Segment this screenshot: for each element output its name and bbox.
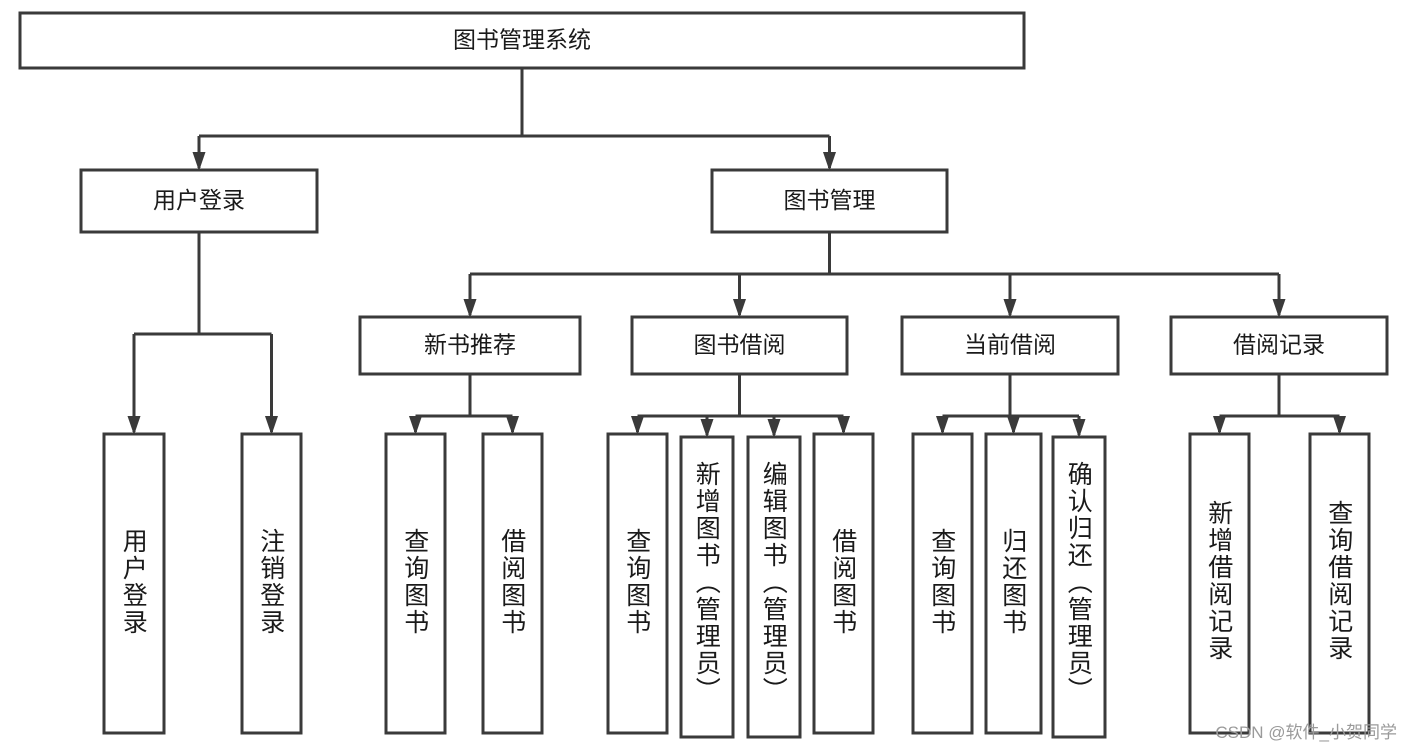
- node-book-manage[interactable]: 图书管理: [710, 168, 949, 234]
- node-box-new-book-recommend[interactable]: [358, 315, 582, 376]
- arrow-head-icon: [936, 416, 949, 435]
- arrow-head-icon: [823, 152, 836, 171]
- arrow-head-icon: [767, 419, 781, 438]
- arrow-head-icon: [192, 152, 206, 171]
- node-label-borrow-record: 借阅记录: [1233, 332, 1325, 358]
- arrow-head-icon: [1003, 299, 1017, 318]
- node-leaf-confirm-return[interactable]: [1051, 435, 1107, 739]
- node-leaf-query-book-2[interactable]: [606, 432, 669, 735]
- node-box-leaf-borrow-book-2[interactable]: [812, 432, 875, 735]
- node-box-leaf-query-book-3[interactable]: [911, 432, 974, 735]
- node-current-borrow[interactable]: 当前借阅: [900, 315, 1120, 376]
- arrow-head-icon: [733, 299, 746, 318]
- node-borrow-record[interactable]: 借阅记录: [1169, 315, 1389, 376]
- arrow-head-icon: [463, 299, 477, 318]
- node-book-borrow[interactable]: 图书借阅: [630, 315, 849, 376]
- arrow-head-icon: [127, 416, 141, 435]
- connector-group-borrow-record: [1213, 374, 1346, 435]
- node-leaf-borrow-book-1[interactable]: [481, 432, 544, 735]
- arrow-head-icon: [265, 416, 278, 435]
- arrow-head-icon: [700, 419, 714, 438]
- node-leaf-query-book-1[interactable]: [384, 432, 447, 735]
- arrow-head-icon: [1007, 416, 1020, 435]
- node-box-leaf-query-book-2[interactable]: [606, 432, 669, 735]
- connector-group-book-manage: [463, 232, 1286, 318]
- node-leaf-edit-book[interactable]: [746, 435, 802, 739]
- connector-group-current-borrow: [936, 374, 1086, 438]
- node-box-current-borrow[interactable]: [900, 315, 1120, 376]
- node-leaf-user-login[interactable]: [102, 432, 166, 735]
- connector-group-book-borrow: [631, 374, 850, 438]
- node-leaf-add-record[interactable]: [1188, 432, 1251, 735]
- node-leaf-add-book[interactable]: [679, 435, 735, 739]
- node-box-root[interactable]: [18, 11, 1026, 70]
- arrow-head-icon: [506, 416, 519, 435]
- node-new-book-recommend[interactable]: 新书推荐: [358, 315, 582, 376]
- arrow-head-icon: [631, 416, 644, 435]
- arrow-head-icon: [1333, 416, 1346, 435]
- connector-group-new-book-recommend: [409, 374, 519, 435]
- watermark-text: CSDN @软件_小贺同学: [1215, 723, 1397, 742]
- node-label-user-login: 用户登录: [153, 187, 245, 213]
- node-label-book-manage: 图书管理: [784, 187, 876, 213]
- arrow-head-icon: [1072, 419, 1086, 438]
- arrow-head-icon: [837, 416, 850, 435]
- node-leaf-return-book[interactable]: [984, 432, 1043, 735]
- connector-group-root: [192, 68, 836, 171]
- node-box-leaf-user-logout[interactable]: [240, 432, 303, 735]
- arrow-head-icon: [1213, 416, 1226, 435]
- node-label-book-borrow: 图书借阅: [694, 332, 786, 358]
- node-box-leaf-query-record[interactable]: [1308, 432, 1371, 735]
- node-root[interactable]: 图书管理系统: [18, 11, 1026, 70]
- node-box-user-login[interactable]: [79, 168, 319, 234]
- node-box-leaf-return-book[interactable]: [984, 432, 1043, 735]
- node-leaf-query-record[interactable]: [1308, 432, 1371, 735]
- node-leaf-user-logout[interactable]: [240, 432, 303, 735]
- arrow-head-icon: [409, 416, 422, 435]
- connector-group-user-login: [127, 232, 278, 435]
- node-box-book-manage[interactable]: [710, 168, 949, 234]
- arrow-head-icon: [1272, 299, 1286, 318]
- node-box-book-borrow[interactable]: [630, 315, 849, 376]
- node-leaf-query-book-3[interactable]: [911, 432, 974, 735]
- node-box-leaf-edit-book[interactable]: [746, 435, 802, 739]
- node-box-leaf-add-book[interactable]: [679, 435, 735, 739]
- node-box-leaf-confirm-return[interactable]: [1051, 435, 1107, 739]
- node-box-leaf-query-book-1[interactable]: [384, 432, 447, 735]
- node-box-leaf-add-record[interactable]: [1188, 432, 1251, 735]
- node-label-new-book-recommend: 新书推荐: [424, 332, 516, 358]
- connector-layer: [127, 68, 1346, 438]
- node-user-login[interactable]: 用户登录: [79, 168, 319, 234]
- node-leaf-borrow-book-2[interactable]: [812, 432, 875, 735]
- node-label-root: 图书管理系统: [453, 27, 591, 53]
- node-box-borrow-record[interactable]: [1169, 315, 1389, 376]
- node-box-leaf-user-login[interactable]: [102, 432, 166, 735]
- node-box-leaf-borrow-book-1[interactable]: [481, 432, 544, 735]
- node-label-current-borrow: 当前借阅: [964, 332, 1056, 358]
